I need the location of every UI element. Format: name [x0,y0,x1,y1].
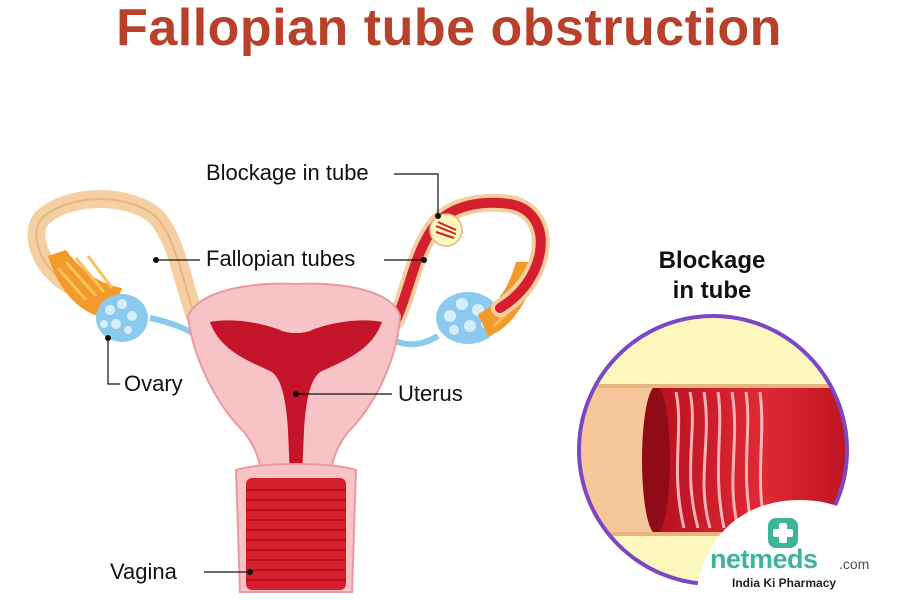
uterus [186,282,402,479]
left-fimbriae [48,250,122,318]
inset-title: Blockage in tube [612,246,812,306]
vagina [234,463,358,593]
leader-lines [105,173,441,575]
left-ovary [96,294,199,342]
label-uterus: Uterus [398,381,463,406]
label-ovary: Ovary [124,371,183,396]
label-fallopian-tubes: Fallopian tubes [206,246,356,271]
label-blockage-in-tube: Blockage in tube [206,160,369,185]
inset-title-line2: in tube [672,277,752,304]
brand-logo: netmeds .com India Ki Pharmacy [706,512,886,598]
brand-plus-icon [768,518,798,548]
brand-badge-bg [696,500,898,598]
label-vagina: Vagina [110,559,177,584]
brand-domain: .com [839,556,870,572]
brand-name: netmeds [710,544,818,574]
tube-blockage-marker [429,213,463,247]
page-title: Fallopian tube obstruction [116,0,782,57]
inset-title-line1: Blockage [658,247,766,274]
brand-tagline: India Ki Pharmacy [732,576,837,590]
